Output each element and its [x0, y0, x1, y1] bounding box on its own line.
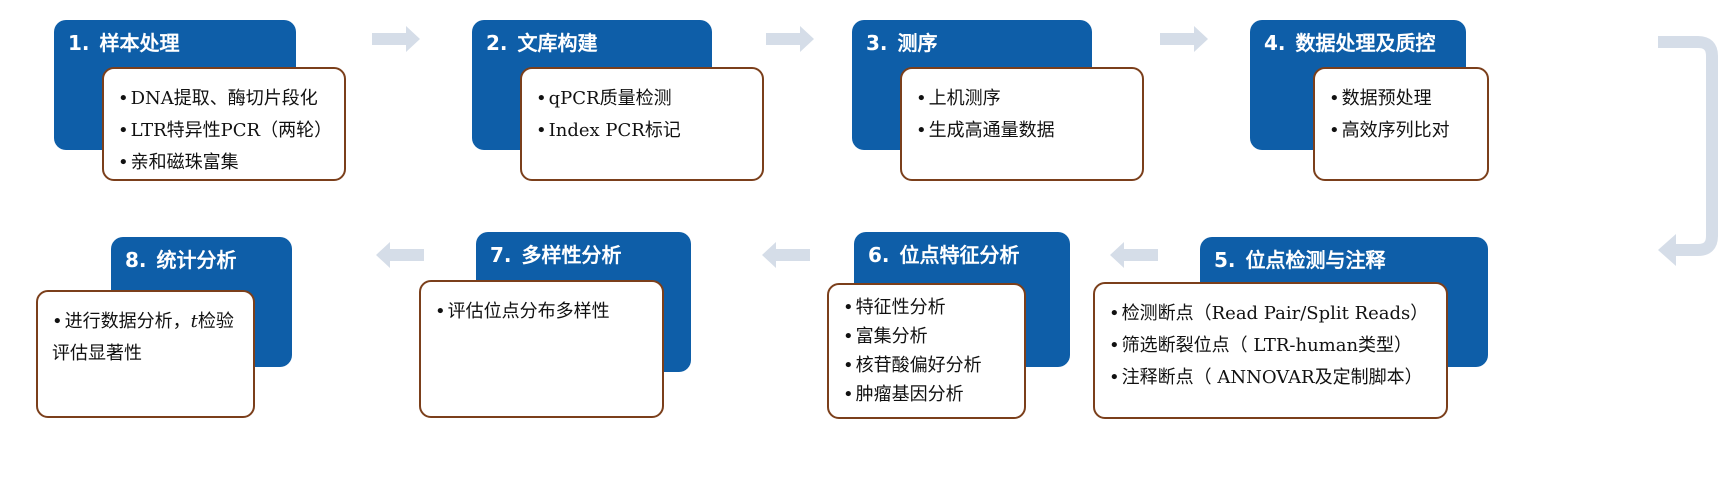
step-4-item: 数据预处理 [1329, 83, 1475, 115]
step-5-number: 5. [1214, 248, 1236, 272]
step-7-card: 评估位点分布多样性 [419, 280, 664, 418]
step-2-card: qPCR质量检测 Index PCR标记 [520, 67, 764, 181]
step-8-number: 8. [125, 248, 147, 272]
step-5-item: 筛选断裂位点（ LTR-human类型） [1109, 330, 1434, 362]
step-1-item: 亲和磁珠富集 [118, 147, 332, 179]
arrow-left-icon [762, 242, 810, 268]
step-1-item: DNA提取、酶切片段化 [118, 83, 332, 115]
step-2-title: 文库构建 [517, 31, 598, 55]
step-7-title: 多样性分析 [521, 243, 622, 267]
step-8-item-text-a: 进行数据分析， [64, 311, 191, 332]
step-3-title: 测序 [897, 31, 938, 55]
step-8-item-text-b: 检验评估显著性 [52, 311, 234, 364]
step-7-number: 7. [490, 243, 512, 267]
step-2-number: 2. [486, 31, 508, 55]
step-8-card: 进行数据分析，t检验评估显著性 [36, 290, 255, 418]
step-6-item: 肿瘤基因分析 [843, 380, 1012, 409]
step-3-item: 上机测序 [916, 83, 1130, 115]
step-8-title: 统计分析 [156, 248, 237, 272]
step-1-title: 样本处理 [99, 31, 180, 55]
arrow-left-icon [1110, 242, 1158, 268]
step-1-number: 1. [68, 31, 90, 55]
step-4-item: 高效序列比对 [1329, 115, 1475, 147]
step-5-title: 位点检测与注释 [1245, 248, 1386, 272]
step-4-title: 数据处理及质控 [1295, 31, 1436, 55]
step-7-item: 评估位点分布多样性 [435, 296, 650, 328]
arrow-right-icon [372, 26, 420, 52]
step-5-item: 检测断点（Read Pair/Split Reads） [1109, 298, 1434, 330]
step-1-card: DNA提取、酶切片段化 LTR特异性PCR（两轮） 亲和磁珠富集 [102, 67, 346, 181]
step-3-card: 上机测序 生成高通量数据 [900, 67, 1144, 181]
u-turn-arrow-icon [1658, 36, 1718, 266]
step-8-item: 进行数据分析，t检验评估显著性 [52, 306, 241, 370]
step-6-title: 位点特征分析 [899, 243, 1020, 267]
step-2-item: qPCR质量检测 [536, 83, 750, 115]
step-5-item: 注释断点（ ANNOVAR及定制脚本） [1109, 362, 1434, 394]
arrow-right-icon [766, 26, 814, 52]
step-8-item-t: t [190, 311, 198, 332]
step-6-item: 特征性分析 [843, 293, 1012, 322]
step-3-number: 3. [866, 31, 888, 55]
arrow-right-icon [1160, 26, 1208, 52]
step-6-item: 富集分析 [843, 322, 1012, 351]
step-6-item: 核苷酸偏好分析 [843, 351, 1012, 380]
step-6-card: 特征性分析 富集分析 核苷酸偏好分析 肿瘤基因分析 [827, 283, 1026, 419]
step-6-number: 6. [868, 243, 890, 267]
step-1-item: LTR特异性PCR（两轮） [118, 115, 332, 147]
arrow-left-icon [376, 242, 424, 268]
step-4-card: 数据预处理 高效序列比对 [1313, 67, 1489, 181]
step-3-item: 生成高通量数据 [916, 115, 1130, 147]
step-5-card: 检测断点（Read Pair/Split Reads） 筛选断裂位点（ LTR-… [1093, 282, 1448, 419]
step-2-item: Index PCR标记 [536, 115, 750, 147]
step-4-number: 4. [1264, 31, 1286, 55]
